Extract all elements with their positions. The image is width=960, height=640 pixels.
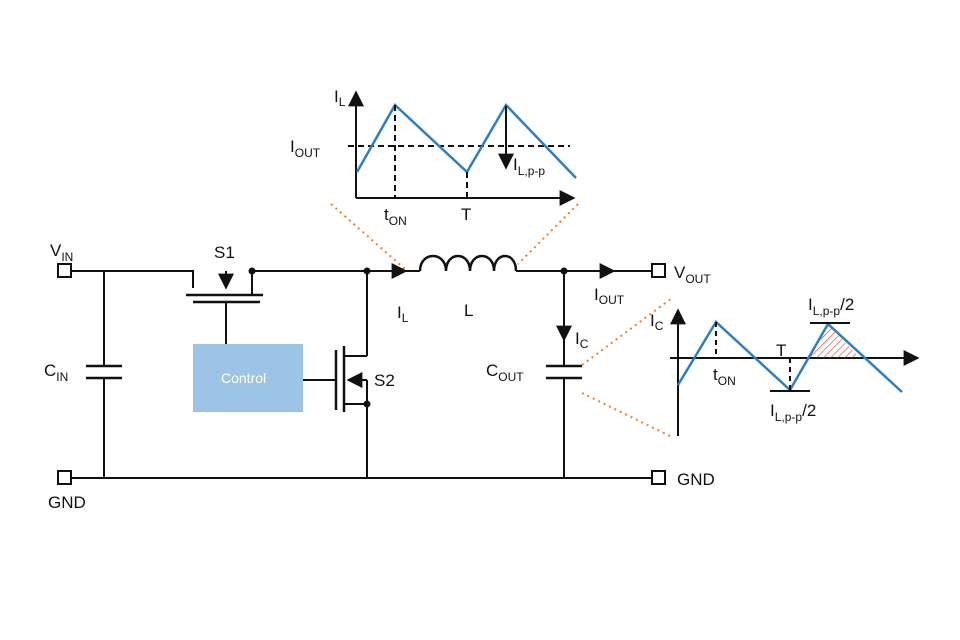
control-block xyxy=(193,344,303,412)
ic-graph-y-label: IC xyxy=(650,311,664,333)
gnd-left-label: GND xyxy=(48,493,86,512)
il-graph-ripple-label: IL,p-p xyxy=(513,155,545,178)
ic-graph-hatched-area xyxy=(808,324,860,358)
il-graph-t-label: T xyxy=(461,205,471,224)
zoom-line-cap-top xyxy=(581,297,673,366)
inductor-current-graph: IL IOUT tON T IL,p-p xyxy=(290,87,577,228)
s2-source-dot xyxy=(363,400,371,408)
s1-label: S1 xyxy=(214,243,235,262)
il-graph-iout-label: IOUT xyxy=(290,137,321,160)
il-graph-ton-label: tON xyxy=(384,205,407,228)
zoom-line-cap-bottom xyxy=(581,392,673,438)
ic-graph-half-bot-label: IL,p-p/2 xyxy=(770,401,816,424)
zoom-lines xyxy=(330,203,673,438)
vin-terminal xyxy=(57,263,72,278)
control-label: Control xyxy=(221,370,266,386)
circuit: VIN S1 IL L IOUT VOUT xyxy=(44,241,715,512)
switch-node-dot xyxy=(248,267,256,275)
s2-switch xyxy=(303,271,368,478)
s2-label: S2 xyxy=(374,371,395,390)
inductor-label: L xyxy=(464,301,473,320)
ic-graph-half-top-label: IL,p-p/2 xyxy=(808,295,854,318)
inductor xyxy=(418,254,518,272)
input-rail xyxy=(71,270,194,288)
ic-graph-t-label: T xyxy=(776,341,786,360)
vin-label: VIN xyxy=(50,241,73,264)
vout-terminal xyxy=(651,263,666,278)
zoom-line-inductor-right xyxy=(517,203,579,265)
ic-label: IC xyxy=(575,329,589,351)
il-label: IL xyxy=(397,303,409,325)
iout-label: IOUT xyxy=(594,285,625,307)
ic-graph-ton-label: tON xyxy=(713,365,736,388)
gnd-terminal-right xyxy=(651,470,666,485)
cout-label: COUT xyxy=(486,361,524,384)
vout-label: VOUT xyxy=(674,263,711,286)
gnd-terminal-left xyxy=(57,470,72,485)
il-graph-y-label: IL xyxy=(334,87,346,109)
s1-switch xyxy=(186,271,263,344)
capacitor-current-graph: IC tON T IL,p-p/2 IL,p-p/2 xyxy=(650,295,920,436)
zoom-line-inductor-left xyxy=(330,203,406,270)
cin-label: CIN xyxy=(44,361,68,384)
gnd-right-label: GND xyxy=(677,470,715,489)
